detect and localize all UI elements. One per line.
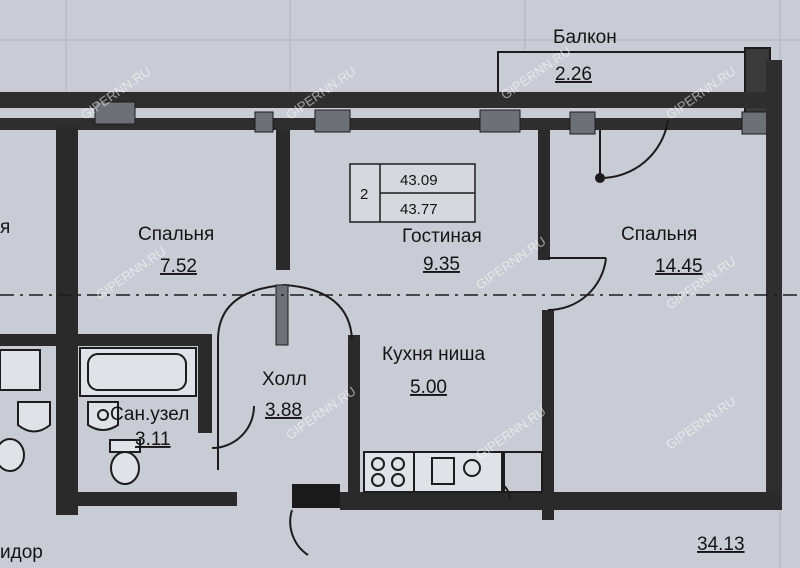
- exterior-wall-right: [766, 60, 782, 510]
- balcony-area: 2.26: [555, 64, 592, 85]
- neighbor-area: 34.13: [697, 534, 745, 555]
- bedroom-left-label: Спальня: [138, 224, 214, 245]
- hall-label: Холл: [262, 369, 307, 390]
- kitchen-label: Кухня ниша: [382, 344, 485, 365]
- interior-walls: [0, 125, 780, 520]
- rooms-count: 2: [360, 186, 368, 203]
- sink-icon: [87, 401, 119, 431]
- kitchen-area: 5.00: [410, 377, 447, 398]
- toilet-icon: [109, 439, 141, 485]
- corridor-label: идор: [0, 542, 43, 563]
- living-area-value: 43.09: [400, 172, 438, 189]
- living-room-area: 9.35: [423, 254, 460, 275]
- bedroom-right-label: Спальня: [621, 224, 697, 245]
- bedroom-left-area: 7.52: [160, 256, 197, 277]
- living-room-label: Гостиная: [402, 226, 482, 247]
- left-room-fragment: я: [0, 217, 10, 238]
- bathroom-area: 3.11: [135, 429, 171, 450]
- stove-icon: [363, 451, 415, 493]
- hall-door-post: [275, 284, 289, 346]
- bathtub-icon: [79, 347, 197, 397]
- doors: [211, 119, 669, 556]
- bedroom-right-area: 14.45: [655, 256, 703, 277]
- apartment-summary-box: 2 43.09 43.77: [349, 163, 476, 223]
- hall-area: 3.88: [265, 400, 302, 421]
- counter-icon: [413, 451, 543, 493]
- total-area-value: 43.77: [400, 201, 438, 218]
- balcony-label: Балкон: [553, 27, 617, 48]
- exterior-wall-top: [0, 92, 780, 135]
- neighbor-bath-fixtures: [0, 349, 51, 472]
- bathroom-label: Сан.узел: [110, 404, 189, 425]
